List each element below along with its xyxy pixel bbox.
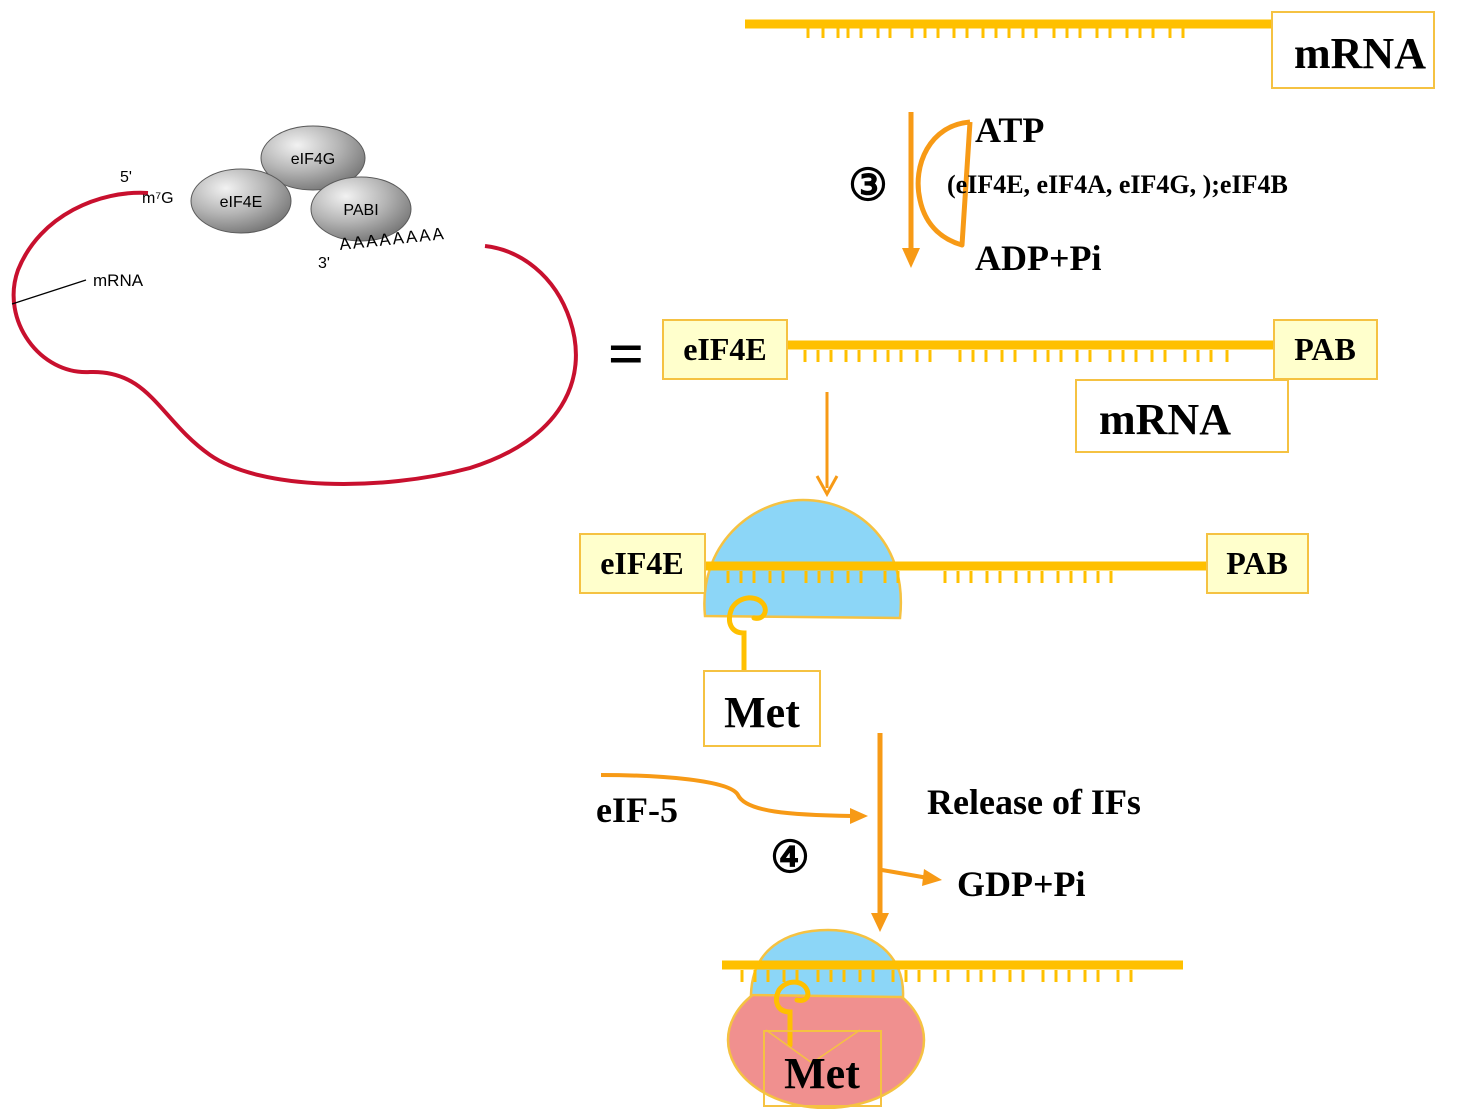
eif4e-protein bbox=[190, 168, 292, 234]
step4: eIF-5 ④ Release of IFs GDP+Pi bbox=[596, 733, 1141, 932]
eif5-label: eIF-5 bbox=[596, 790, 678, 830]
mrna-label-top: mRNA bbox=[1294, 29, 1426, 78]
mrna-label-complex1: mRNA bbox=[1099, 395, 1231, 444]
eif5-input-arrow bbox=[600, 773, 853, 818]
step3-cycle-arrow bbox=[915, 119, 973, 248]
met-box-80s bbox=[763, 1030, 882, 1107]
arrow-to-scanning-complex bbox=[815, 392, 839, 498]
pab-label-complex2: PAB bbox=[1226, 545, 1288, 581]
three-prime-label: 3' bbox=[318, 255, 330, 272]
eif4e-protein-label: eIF4E bbox=[220, 194, 263, 211]
pabi-protein-label: PABI bbox=[343, 202, 378, 219]
mrna-leader-line bbox=[11, 279, 87, 305]
pab-box-complex1 bbox=[1273, 319, 1378, 380]
adp-pi-label: ADP+Pi bbox=[975, 238, 1102, 278]
five-prime-label: 5' bbox=[120, 169, 132, 186]
cap-label: m⁷G bbox=[142, 190, 174, 207]
trna-anchor-lines bbox=[765, 1029, 861, 1064]
pabi-protein bbox=[310, 176, 412, 242]
step4-marker: ④ bbox=[770, 833, 809, 882]
small-subunit-scanning-complex: eIF4E PAB Met bbox=[579, 498, 1309, 747]
step3-arrowhead bbox=[902, 248, 920, 268]
codon-ticks-complex2 bbox=[726, 571, 1113, 583]
mrna-label-box-complex1 bbox=[1075, 379, 1289, 453]
circular-mrna-inset: mRNA 5' m⁷G 3' eIF4G eIF4E PABI AAAAAAAA bbox=[11, 125, 578, 486]
eif4g-protein bbox=[260, 125, 366, 191]
mrna-label-box-top bbox=[1271, 11, 1435, 89]
mrna-cap-pab-complex: eIF4E PAB mRNA bbox=[662, 319, 1378, 453]
ribosome-80s: Met bbox=[722, 928, 1183, 1109]
codon-ticks-80s bbox=[740, 970, 1133, 982]
eif4g-protein-label: eIF4G bbox=[291, 151, 335, 168]
initiation-factors-label: (eIF4E, eIF4A, eIF4G, );eIF4B bbox=[947, 170, 1288, 199]
circular-mrna-strand bbox=[11, 190, 578, 486]
eif5-arrowhead bbox=[850, 808, 868, 824]
met-label-80s: Met bbox=[784, 1049, 860, 1098]
inset-mrna-label: mRNA bbox=[93, 271, 144, 290]
eif4e-box-complex2 bbox=[579, 533, 706, 594]
eif4e-label-complex1: eIF4E bbox=[683, 331, 767, 367]
step3: ③ ATP (eIF4E, eIF4A, eIF4G, );eIF4B ADP+… bbox=[848, 110, 1288, 278]
atp-label: ATP bbox=[975, 110, 1044, 150]
step4-arrowhead bbox=[871, 913, 889, 932]
initiator-trna-80s bbox=[774, 979, 811, 1048]
pab-label-complex1: PAB bbox=[1294, 331, 1356, 367]
eif4e-label-complex2: eIF4E bbox=[600, 545, 684, 581]
gdp-pi-label: GDP+Pi bbox=[957, 864, 1086, 904]
codon-ticks-top bbox=[806, 28, 1185, 38]
equals-sign: = bbox=[608, 318, 644, 389]
small-ribosomal-subunit bbox=[703, 498, 903, 620]
codon-ticks-complex1 bbox=[803, 350, 1229, 362]
gdp-arrowhead bbox=[922, 869, 942, 886]
met-box-complex2 bbox=[703, 670, 821, 747]
step3-marker: ③ bbox=[848, 161, 887, 210]
gdp-output-arrow bbox=[881, 868, 929, 880]
free-mrna: mRNA bbox=[745, 11, 1435, 89]
release-ifs-label: Release of IFs bbox=[927, 782, 1141, 822]
initiator-trna-complex2 bbox=[727, 595, 768, 673]
eif4e-box-complex1 bbox=[662, 319, 788, 380]
met-label-complex2: Met bbox=[724, 688, 800, 737]
pab-box-complex2 bbox=[1206, 533, 1309, 594]
